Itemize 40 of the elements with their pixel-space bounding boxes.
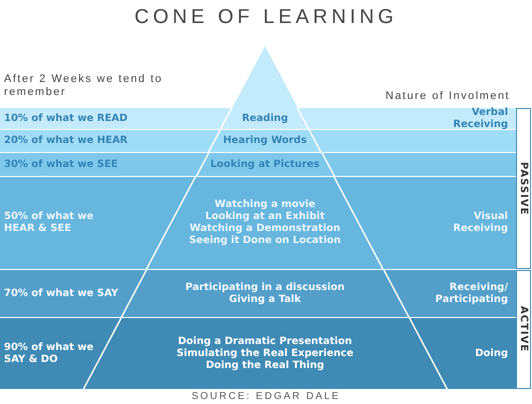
retention-label: 30% of what we SEE [4,158,119,170]
activity-label: Reading [242,112,288,124]
activity-label: Seeing it Done on Location [189,235,341,247]
activity-label: Doing the Real Thing [206,360,324,372]
category-label: PASSIVE [518,162,529,216]
involvement-label: Visual Receiving [452,211,508,235]
band [0,153,516,176]
activity-label: Hearing Words [223,135,307,147]
band [0,270,516,317]
header-label: Nature of Involment [386,90,510,103]
cone-section [146,177,384,269]
activity-label: Watching a movie [214,199,316,211]
activity-label: Simulating the Real Experience [176,348,354,360]
category-label: ACTIVE [518,306,529,353]
involvement-label: Receiving/ Participating [434,282,508,306]
retention-label: 70% of what we SAY [4,288,120,300]
cone-section [196,153,334,176]
activity-label: Doing a Dramatic Presentation [178,336,352,348]
cone-section [208,130,322,152]
activity-label: Looking at an Exhibit [205,211,325,223]
cone-section [220,108,310,129]
involvement-label: Doing [474,348,508,360]
involvement-label: Verbal Receiving [452,106,508,130]
retention-label: 90% of what we SAY & DO [4,342,95,366]
band [0,318,516,389]
activity-label: Giving a Talk [229,294,301,306]
bracket-box [516,108,531,269]
activity-label: Participating in a discussion [185,282,345,294]
retention-label: 20% of what we HEAR [4,135,129,147]
bracket-box [516,270,531,389]
header-label: After 2 Weeks we tend to remember [4,73,164,99]
band [0,177,516,269]
cone-section [120,270,410,317]
activity-label: Looking at Pictures [210,158,320,170]
activity-label: Watching a Demonstration [190,223,340,235]
retention-label: 10% of what we READ [4,112,129,124]
title: CONE OF LEARNING [134,6,398,29]
band [0,130,516,152]
retention-label: 50% of what we HEAR & SEE [4,211,95,235]
caption: SOURCE: EDGAR DALE [190,391,342,402]
